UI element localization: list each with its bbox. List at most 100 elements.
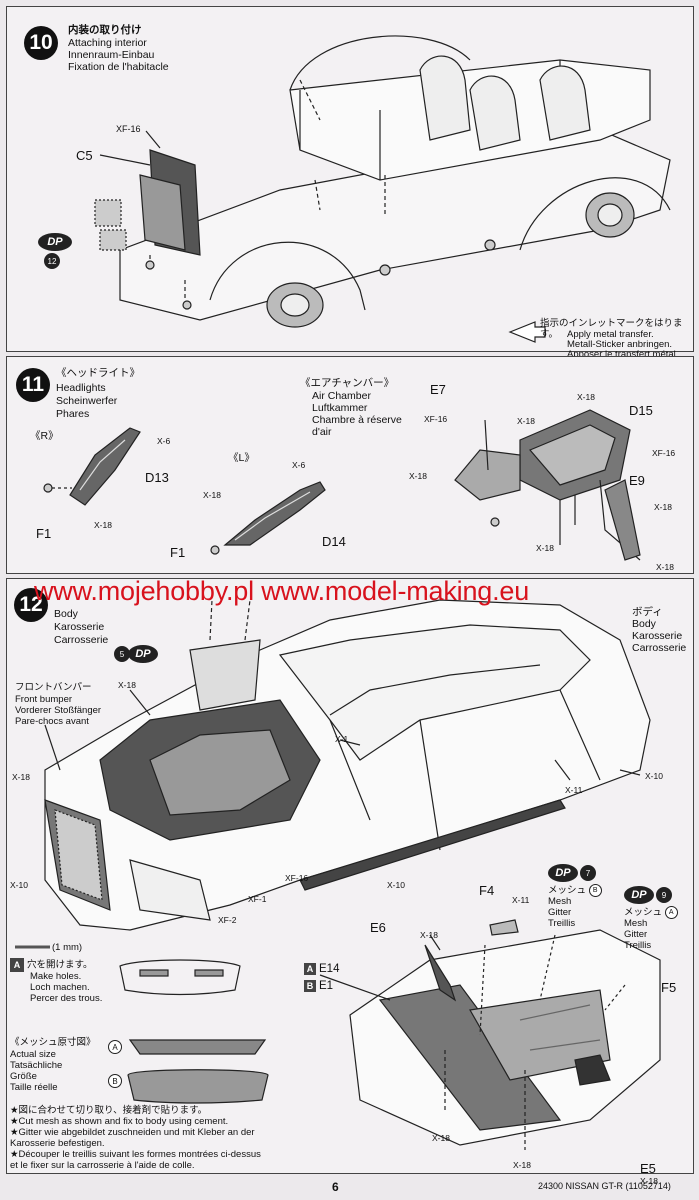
part-label-x18f: X-18 (409, 471, 427, 481)
mesh7-de: Gitter (548, 907, 572, 918)
part-label-xf2: XF-2 (218, 915, 237, 925)
cut-note-fr: ★Découper le treillis suivant les formes… (10, 1149, 261, 1160)
part-label-d13: D13 (145, 470, 169, 485)
part-label-e14: E14 (319, 963, 340, 976)
mesh7-jp: メッシュ B (548, 884, 602, 897)
part-label-x18e-12: X-18 (513, 1160, 531, 1170)
cut-note-fr2: et le fixer sur la carrosserie à l'aide … (10, 1160, 195, 1171)
body-right-jp: ボディ (632, 606, 663, 618)
box-b-e1: B (304, 980, 316, 992)
air-chamber-title-fr2: d'air (312, 426, 332, 438)
part-label-x18b: X-18 (203, 490, 221, 500)
dp9-number: 9 (656, 887, 672, 903)
part-label-x6a: X-6 (157, 436, 171, 446)
part-label-x18a-12: X-18 (118, 680, 136, 690)
dp-badge: DP (38, 233, 72, 251)
watermark-text: www.mojehobby.pl www.model-making.eu (34, 576, 530, 606)
part-label-f5: F5 (661, 980, 677, 995)
part-label-x18f-12: X-18 (640, 1176, 658, 1186)
air-chamber-title-jp: 《エアチャンバー》 (300, 377, 395, 389)
headlights-title-fr: Phares (56, 408, 90, 420)
step-number-10: 10 (24, 26, 58, 60)
mesh9-jp-text: メッシュ (624, 907, 663, 919)
part-label-x10a: X-10 (645, 771, 663, 781)
transfer-note-en: Apply metal transfer. (567, 329, 654, 340)
cut-note-de: ★Gitter wie abgebildet zuschneiden und m… (10, 1127, 255, 1138)
hole-size: (1 mm) (52, 942, 83, 953)
part-label-d15: D15 (629, 403, 653, 418)
body-title-fr: Carrosserie (54, 634, 109, 646)
body-right-en: Body (632, 618, 656, 630)
part-label-x18a: X-18 (94, 520, 112, 530)
part-label-x18c-12: X-18 (420, 930, 438, 940)
transfer-note-fr: Apposer le transfert métal. (567, 349, 679, 360)
part-label-x18d: X-18 (577, 392, 595, 402)
air-chamber-title-fr: Chambre à réserve (312, 414, 402, 426)
box-a-holes: A (10, 958, 24, 972)
part-label-x18b-12: X-18 (12, 772, 30, 782)
page-number: 6 (332, 1180, 339, 1194)
part-label-x18h: X-18 (656, 562, 674, 572)
actual-size-fr: Taille réelle (10, 1082, 58, 1093)
dp-badge-7: DP (548, 864, 578, 882)
part-label-e7: E7 (430, 382, 446, 397)
step10-title-fr: Fixation de l'habitacle (68, 61, 169, 73)
part-label-e6: E6 (370, 920, 386, 935)
mesh7-en: Mesh (548, 896, 572, 907)
bumper-title-jp: フロントバンパー (15, 682, 92, 693)
part-label-e5: E5 (640, 1161, 656, 1176)
step-number-12: 12 (14, 588, 48, 622)
mesh7-circle-b: B (588, 884, 602, 897)
body-title-de: Karosserie (54, 621, 105, 633)
part-label-c5: C5 (76, 148, 93, 163)
air-chamber-title-de: Luftkammer (312, 402, 368, 414)
dp-step-number: 12 (44, 253, 60, 269)
part-label-f1b: F1 (170, 545, 186, 560)
step-number-11: 11 (16, 368, 50, 402)
dp5-number: 5 (114, 646, 130, 662)
mesh9-de: Gitter (624, 929, 648, 940)
transfer-note-jp: 指示のインレットマークをはります。 (540, 318, 683, 340)
mesh9-circle-a: A (664, 906, 678, 919)
part-label-xf16b: XF-16 (652, 448, 676, 458)
mesh9-en: Mesh (624, 918, 648, 929)
headlight-left-label: 《L》 (228, 452, 255, 464)
headlight-right-label: 《R》 (30, 430, 59, 442)
part-label-f1a: F1 (36, 526, 52, 541)
holes-jp-text: 穴を開けます。 (27, 959, 93, 971)
mesh9-jp: メッシュ A (624, 906, 678, 919)
mesh-circle-b: B (108, 1074, 122, 1088)
part-label-x11b: X-11 (512, 895, 530, 905)
part-label-xf16-12: XF-16 (285, 873, 309, 883)
holes-en: Make holes. (30, 971, 82, 982)
part-label-xf1: XF-1 (248, 894, 267, 904)
dp7-number: 7 (580, 865, 596, 881)
mesh-circle-a: A (108, 1040, 122, 1054)
transfer-note-de: Metall-Sticker anbringen. (567, 339, 673, 350)
part-label-x11a: X-11 (565, 785, 583, 795)
cut-note-en: ★Cut mesh as shown and fix to body using… (10, 1116, 229, 1127)
headlights-title-jp: 《ヘッドライト》 (56, 367, 140, 379)
holes-de: Loch machen. (30, 982, 90, 993)
part-label-x1: X-1 (335, 734, 349, 744)
body-right-de: Karosserie (632, 630, 683, 642)
part-label-x18c: X-18 (517, 416, 535, 426)
dp-badge-5: DP (128, 645, 158, 663)
part-label-d14: D14 (322, 534, 346, 549)
dp-badge-9: DP (624, 886, 654, 904)
bumper-title-de: Vorderer Stoßfänger (15, 705, 102, 716)
part-label-x10c: X-10 (10, 880, 28, 890)
cut-note-jp: ★図に合わせて切り取り、接着剤で貼ります。 (10, 1105, 208, 1116)
step10-title-jp: 内装の取り付け (68, 24, 142, 36)
part-label-x18e: X-18 (654, 502, 672, 512)
part-label-xf16a: XF-16 (424, 414, 448, 424)
actual-size-en: Actual size (10, 1049, 56, 1060)
part-label-e9: E9 (629, 473, 645, 488)
step10-title-en: Attaching interior (68, 37, 147, 49)
part-label-e1: E1 (319, 980, 334, 993)
part-label-x18g: X-18 (536, 543, 554, 553)
cut-note-de2: Karosserie befestigen. (10, 1138, 105, 1149)
part-label-x18d-12: X-18 (432, 1133, 450, 1143)
